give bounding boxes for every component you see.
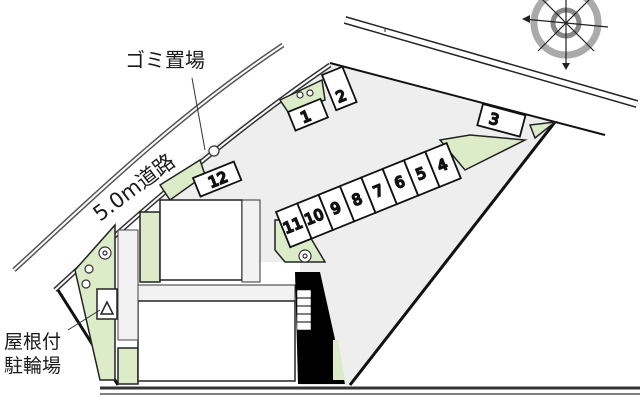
parking-space-1: 1 [286,97,330,132]
planting-areas [74,78,558,385]
parking-space-11: 11 [274,202,313,249]
parking-space-10: 10 [296,193,335,240]
parking-space-6: 6 [381,159,420,206]
south-boundary [100,386,640,395]
north-boundary [329,16,639,136]
building [117,199,296,382]
parking-space-12: 12 [191,160,243,198]
stair-block [295,272,345,384]
garbage-area-label: ゴミ置場 [125,48,205,72]
parking-space-9: 9 [317,184,356,232]
compass-rose-icon [522,0,609,70]
bike-parking-label-line1: 屋根付 [4,331,61,353]
parking-space-3: 3 [476,102,527,138]
parking-spaces: 1 2 3 12 11 10 9 8 7 6 5 4 [191,65,527,249]
parking-space-4: 4 [424,141,463,189]
east-boundary [348,121,557,386]
tree-icons [81,89,314,289]
bike-parking-label-line2: 駐輪場 [4,355,61,377]
garbage-leader-line [191,77,206,151]
parking-space-8: 8 [338,176,377,223]
bike-leader-line [67,309,101,331]
parking-space-2: 2 [320,65,358,112]
bike-parking [96,288,118,320]
